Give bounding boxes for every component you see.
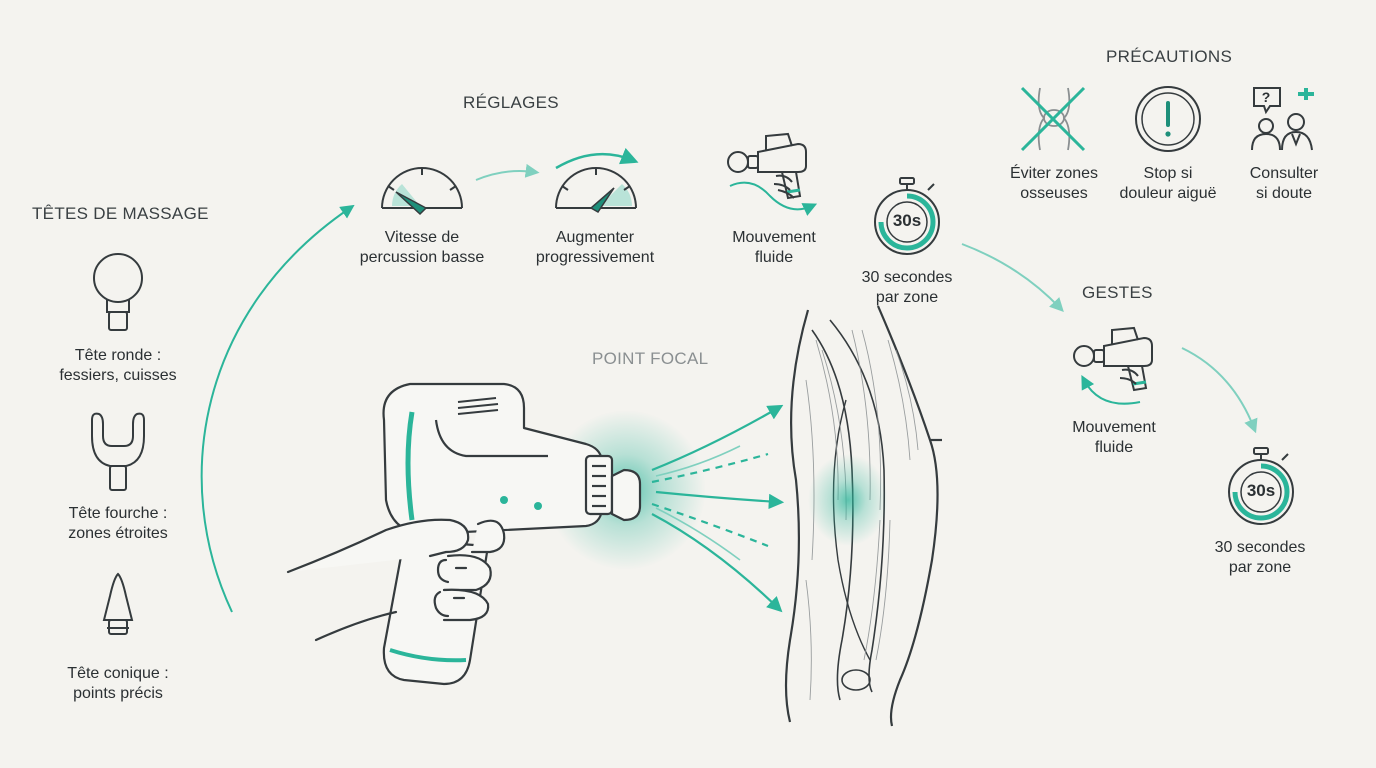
gauge-high-icon (555, 147, 639, 213)
fork-head-icon (91, 412, 145, 491)
vibration-waves (651, 404, 785, 613)
warning-icon (1135, 86, 1201, 152)
precautions-title: PRÉCAUTIONS (1106, 47, 1233, 66)
consult-question-badge: ? (1261, 89, 1271, 105)
pain-label: Stop si douleur aiguë (1119, 165, 1217, 202)
round-head-icon (93, 253, 143, 331)
stopwatch-icon (874, 177, 940, 255)
cone-head-icon (102, 572, 134, 635)
settings-timer-label: 30 secondes par zone (861, 269, 953, 306)
cone-head-label: Tête conique : points précis (67, 665, 169, 702)
crossed-knee-icon (1020, 86, 1086, 152)
gauge-low-icon (381, 167, 463, 216)
settings-title: RÉGLAGES (463, 93, 559, 112)
round-head-label: Tête ronde : fessiers, cuisses (59, 347, 177, 384)
arrow-speed-to-increase (475, 163, 540, 181)
muscle-focal-point (808, 454, 888, 546)
doctor-consult-icon (1251, 87, 1314, 151)
arrow-movement-to-timer (1181, 347, 1258, 434)
settings-movement-label: Mouvement fluide (732, 229, 816, 266)
gestures-movement-label: Mouvement fluide (1072, 419, 1156, 456)
settings-timer-badge: 30s (892, 211, 922, 230)
consult-label: Consulter si doute (1249, 165, 1319, 202)
flow-arrow-heads-to-settings (200, 204, 355, 613)
gestures-timer-label: 30 secondes par zone (1214, 539, 1306, 576)
focal-title: POINT FOCAL (592, 349, 709, 368)
gestures-timer-badge: 30s (1246, 481, 1276, 500)
gestures-stopwatch-icon (1228, 447, 1294, 525)
bones-label: Éviter zones osseuses (1009, 165, 1099, 202)
increase-label: Augmenter progressivement (535, 229, 655, 266)
hand-illustration (286, 518, 506, 642)
gestures-massage-gun-icon (1073, 326, 1153, 405)
speed-label: Vitesse de percussion basse (359, 229, 485, 266)
arrow-timer-to-gestures (961, 243, 1064, 313)
fork-head-label: Tête fourche : zones étroites (68, 505, 168, 542)
gestures-title: GESTES (1082, 283, 1153, 302)
massage-gun-motion-icon (727, 132, 818, 216)
heads-title: TÊTES DE MASSAGE (32, 204, 209, 223)
